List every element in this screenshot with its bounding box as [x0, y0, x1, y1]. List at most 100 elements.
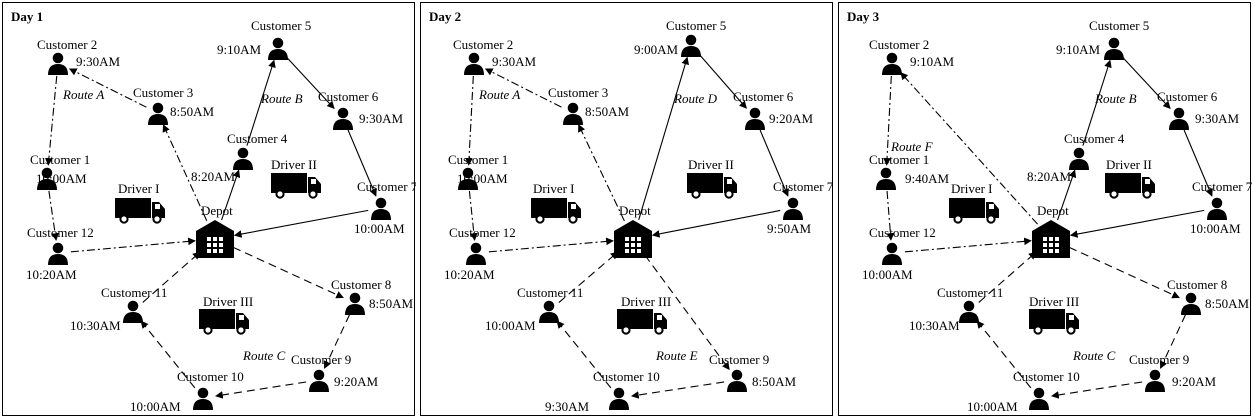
- customer-10-time: 10:00AM: [130, 399, 181, 414]
- customer-7-label: Customer 7: [357, 179, 416, 194]
- customer-6-time: 9:30AM: [1195, 111, 1240, 126]
- customer-9-icon: [1145, 369, 1165, 392]
- edge-customer-2-to-customer-1: [45, 75, 58, 166]
- route-c-label: Route C: [242, 348, 286, 363]
- driver-ii-label: Driver II: [1106, 157, 1152, 172]
- customer-6-time: 9:30AM: [359, 111, 404, 126]
- customer-6-label: Customer 6: [318, 89, 379, 104]
- edge-customer-5-to-customer-6: [1122, 57, 1171, 110]
- driver-iii-label: Driver III: [1029, 294, 1079, 309]
- driver-i-label: Driver I: [951, 181, 993, 196]
- customer-1-label: Customer 1: [448, 152, 508, 167]
- customer-11-time: 10:30AM: [70, 318, 121, 333]
- customer-5-icon: [681, 34, 701, 57]
- truck-icon-driver-iii: [199, 309, 249, 335]
- customer-1-time: 9:40AM: [905, 171, 950, 186]
- customer-4-time: 8:20AM: [1027, 169, 1072, 184]
- customer-6-icon: [1169, 107, 1189, 130]
- depot-icon: [196, 220, 234, 258]
- customer-9-time: 8:50AM: [752, 374, 797, 389]
- edge-customer-2-to-customer-1: [883, 75, 892, 166]
- edge-depot-to-customer-8: [232, 246, 344, 299]
- customer-12-time: 10:00AM: [862, 267, 913, 282]
- customer-1-icon: [876, 167, 896, 190]
- truck-icon-driver-ii: [271, 173, 321, 199]
- customer-11-label: Customer 11: [101, 285, 167, 300]
- customer-8-time: 8:50AM: [369, 296, 414, 311]
- customer-3-label: Customer 3: [133, 85, 193, 100]
- depot-label: Depot: [619, 203, 651, 218]
- driver-i-label: Driver I: [118, 181, 160, 196]
- customer-10-label: Customer 10: [177, 369, 244, 384]
- customer-12-label: Customer 12: [27, 225, 94, 240]
- customer-4-icon: [233, 147, 253, 170]
- customer-10-time: 10:00AM: [967, 399, 1018, 414]
- route-b-label: Route B: [260, 91, 303, 106]
- edge-customer-6-to-customer-7: [1183, 129, 1213, 197]
- customer-11-icon: [959, 300, 979, 323]
- edge-depot-to-customer-9: [644, 254, 730, 371]
- edge-customer-3-to-customer-2: [484, 68, 562, 108]
- customer-3-label: Customer 3: [548, 85, 608, 100]
- customer-1-label: Customer 1: [30, 152, 90, 167]
- customer-10-icon: [1029, 387, 1049, 410]
- customer-12-time: 10:20AM: [444, 267, 495, 282]
- customer-7-label: Customer 7: [1192, 179, 1252, 194]
- driver-i-label: Driver I: [533, 181, 575, 196]
- customer-6-label: Customer 6: [1157, 89, 1218, 104]
- truck-icon-driver-i: [531, 198, 581, 224]
- edge-depot-to-customer-2: [900, 72, 1039, 225]
- route-edges: [45, 57, 377, 399]
- edge-depot-to-customer-3: [162, 124, 208, 222]
- customer-12-icon: [466, 242, 486, 265]
- customer-5-icon: [1104, 37, 1124, 60]
- driver-iii-label: Driver III: [203, 294, 253, 309]
- route-a-label: Route A: [478, 87, 520, 102]
- customer-10-label: Customer 10: [1013, 369, 1080, 384]
- customer-2-icon: [464, 52, 484, 75]
- day-title: Day 2: [429, 9, 461, 24]
- customer-7-time: 10:00AM: [354, 221, 405, 236]
- customer-1-label: Customer 1: [869, 152, 929, 167]
- customer-6-label: Customer 6: [733, 89, 794, 104]
- customer-11-time: 10:00AM: [485, 318, 536, 333]
- customer-7-time: 9:50AM: [767, 221, 812, 236]
- customer-11-icon: [123, 300, 143, 323]
- customer-8-icon: [1181, 292, 1201, 315]
- customer-3-icon: [563, 102, 583, 125]
- customer-1-icon: [458, 167, 478, 190]
- customer-9-icon: [309, 369, 329, 392]
- customer-10-icon: [609, 387, 629, 410]
- customer-9-time: 9:20AM: [334, 374, 379, 389]
- customer-2-icon: [48, 52, 68, 75]
- truck-icon-driver-ii: [1105, 173, 1155, 199]
- edge-customer-4-to-customer-5: [1082, 59, 1112, 146]
- truck-icon-driver-iii: [617, 309, 667, 335]
- customer-11-icon: [539, 300, 559, 323]
- edge-customer-9-to-customer-10: [215, 381, 307, 399]
- customer-5-time: 9:00AM: [634, 42, 679, 57]
- customer-2-time: 9:10AM: [910, 54, 955, 69]
- edge-customer-8-to-customer-9: [1159, 314, 1186, 369]
- route-edges: [883, 57, 1213, 399]
- customer-5-time: 9:10AM: [217, 42, 262, 57]
- driver-iii-label: Driver III: [621, 294, 671, 309]
- customer-2-time: 9:30AM: [492, 54, 537, 69]
- route-a-label: Route A: [62, 87, 104, 102]
- customer-5-icon: [268, 37, 288, 60]
- customer-8-time: 8:50AM: [1205, 296, 1250, 311]
- edge-customer-10-to-customer-11: [556, 320, 612, 389]
- truck-icon-driver-ii: [687, 173, 737, 199]
- depot-icon: [614, 220, 652, 258]
- customer-12-icon: [48, 242, 68, 265]
- route-e-label: Route E: [655, 348, 698, 363]
- customer-10-label: Customer 10: [593, 369, 660, 384]
- customer-8-label: Customer 8: [331, 277, 391, 292]
- edge-customer-7-to-depot: [233, 209, 369, 238]
